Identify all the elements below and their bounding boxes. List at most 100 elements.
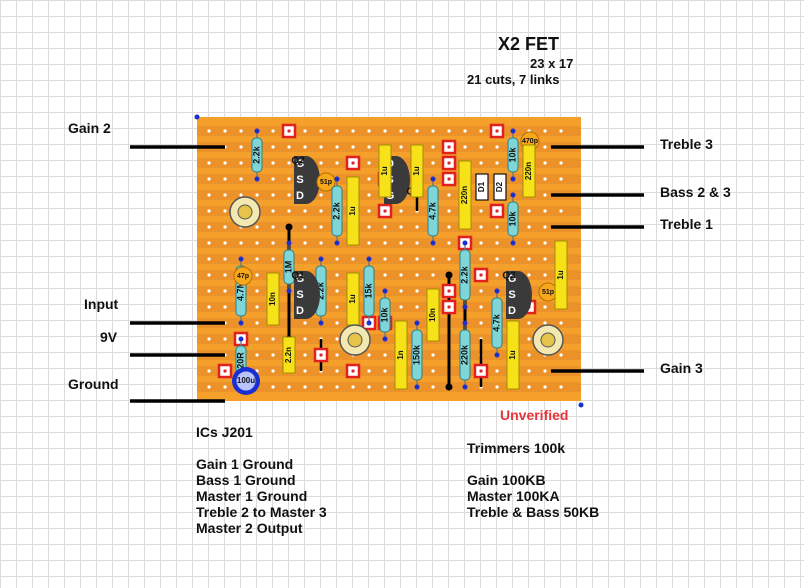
board-hole [463, 129, 467, 133]
board-hole [511, 257, 515, 261]
board-hole [207, 177, 211, 181]
component-pin [254, 128, 260, 134]
capacitor-value: 51p [542, 289, 554, 296]
track-cut-center [447, 305, 451, 309]
board-hole [255, 321, 259, 325]
board-hole [367, 177, 371, 181]
board-hole [303, 369, 307, 373]
board-hole [447, 129, 451, 133]
board-hole [479, 241, 483, 245]
resistor-value: 2.2k [459, 265, 469, 284]
board-hole [559, 385, 563, 389]
trimmer-wiper [347, 332, 363, 348]
board-hole [271, 257, 275, 261]
status-unverified: Unverified [500, 407, 569, 423]
board-hole [239, 241, 243, 245]
board-hole [271, 337, 275, 341]
board-hole [383, 129, 387, 133]
board-hole [543, 145, 547, 149]
board-hole [255, 273, 259, 277]
board-hole [255, 241, 259, 245]
note-treble-2-master-3: Treble 2 to Master 3 [196, 504, 327, 520]
diode [493, 173, 507, 201]
board-hole [479, 257, 483, 261]
board-hole [335, 385, 339, 389]
track-cut-center [495, 129, 499, 133]
capacitor-value: 1u [508, 350, 517, 359]
board-hole [223, 257, 227, 261]
board-hole [431, 161, 435, 165]
note-gain-pot: Gain 100KB [467, 472, 546, 488]
board-hole [351, 145, 355, 149]
board-hole [207, 257, 211, 261]
component-pin [494, 288, 500, 294]
note-master-1-ground: Master 1 Ground [196, 488, 308, 504]
board-hole [383, 257, 387, 261]
film-capacitor [522, 144, 536, 198]
cuts-links: 21 cuts, 7 links [467, 72, 560, 87]
label-bass-2-3: Bass 2 & 3 [660, 184, 731, 200]
board-hole [223, 177, 227, 181]
track-cut-center [383, 209, 387, 213]
film-capacitor [266, 272, 280, 326]
board-hole [495, 145, 499, 149]
board-hole [287, 385, 291, 389]
board-hole [495, 369, 499, 373]
board-hole [543, 257, 547, 261]
component-pin [238, 336, 244, 342]
board-hole [255, 257, 259, 261]
trimmer-wiper [237, 204, 253, 220]
track-cut-center [447, 145, 451, 149]
diode-label: D2 [495, 181, 504, 192]
board-hole [543, 321, 547, 325]
board-hole [543, 209, 547, 213]
electrolytic-value: 100u [237, 376, 255, 385]
track-cut-center [479, 369, 483, 373]
board-hole [223, 273, 227, 277]
board-hole [319, 385, 323, 389]
component-pin [510, 128, 516, 134]
board-hole [527, 225, 531, 229]
film-capacitor [378, 144, 392, 198]
link-end [445, 271, 453, 279]
board-hole [303, 225, 307, 229]
board-hole [239, 145, 243, 149]
board-hole [223, 305, 227, 309]
resistor [507, 201, 519, 237]
component-pin [510, 176, 516, 182]
board-hole [543, 385, 547, 389]
component-pin [366, 320, 372, 326]
board-hole [415, 129, 419, 133]
board-hole [207, 337, 211, 341]
resistor-value: 4.7k [427, 201, 437, 220]
board-hole [447, 257, 451, 261]
board-hole [527, 385, 531, 389]
board-hole [207, 161, 211, 165]
board-hole [543, 241, 547, 245]
electrolytic-capacitor [235, 370, 257, 392]
board-hole [527, 369, 531, 373]
jfet-body [294, 271, 320, 319]
copper-strip [197, 286, 581, 296]
note-bass-1-ground: Bass 1 Ground [196, 472, 296, 488]
link-end [445, 383, 453, 391]
copper-strip [197, 222, 581, 232]
board-hole [223, 337, 227, 341]
board-hole [415, 225, 419, 229]
board-hole [207, 193, 211, 197]
track-cut-center [287, 129, 291, 133]
resistor-value: 220R [235, 352, 245, 374]
board-hole [383, 273, 387, 277]
track-cut-center [479, 273, 483, 277]
ceramic-capacitor [233, 266, 253, 286]
board-hole [351, 129, 355, 133]
jfet-pin-label: S [296, 174, 303, 186]
board-hole [495, 161, 499, 165]
copper-strip [197, 366, 581, 376]
board-size: 23 x 17 [530, 56, 574, 71]
board-hole [335, 305, 339, 309]
board-hole [495, 385, 499, 389]
film-capacitor [346, 176, 360, 246]
board-hole [543, 273, 547, 277]
track-cut-center [447, 177, 451, 181]
